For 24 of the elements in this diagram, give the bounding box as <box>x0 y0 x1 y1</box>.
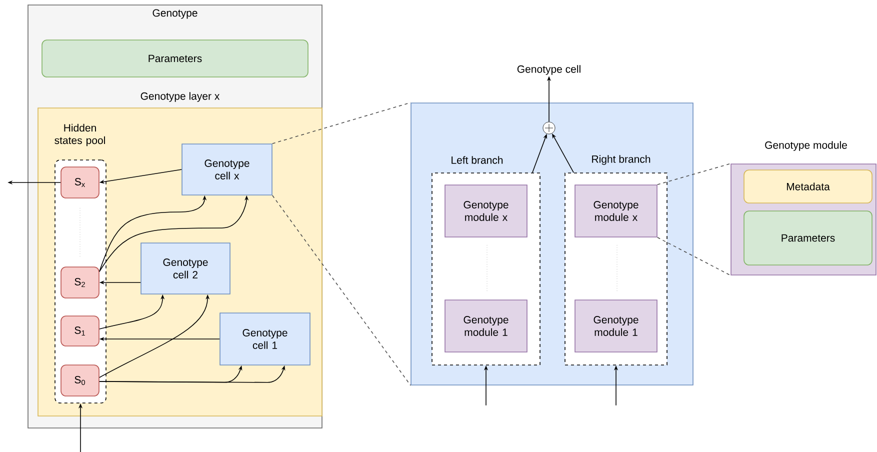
parameters-box: Parameters <box>744 210 872 266</box>
node-label: Genotype module <box>765 141 847 151</box>
node-label: Right branch <box>592 155 650 165</box>
cell-box: Genotype cell x <box>182 144 272 196</box>
leader-line <box>657 163 731 185</box>
leader-line <box>657 237 731 276</box>
module-box: Genotype module x <box>444 184 528 238</box>
leader-line <box>272 195 411 386</box>
module-box: Genotype module x <box>574 184 658 238</box>
cell-box: Genotype cell 1 <box>220 312 310 366</box>
output-label: Genotype cell <box>517 65 580 75</box>
sum-circle <box>542 122 556 134</box>
parameters-box: Parameters <box>42 40 308 78</box>
node-label: Genotype layer x <box>140 92 220 102</box>
state-box: S$_{2}$ <box>60 266 100 298</box>
metadata-box: Metadata <box>744 170 872 204</box>
node-label: Hidden states pool <box>54 124 105 146</box>
module-box: Genotype module 1 <box>574 300 658 352</box>
state-box: S$_{1}$ <box>60 316 100 346</box>
node-label: Left branch <box>452 156 503 164</box>
cell-box: Genotype cell 2 <box>140 242 230 294</box>
state-box: S$_{x}$ <box>60 166 100 198</box>
module-box: Genotype module 1 <box>444 300 528 352</box>
state-box: S$_{0}$ <box>60 364 100 396</box>
